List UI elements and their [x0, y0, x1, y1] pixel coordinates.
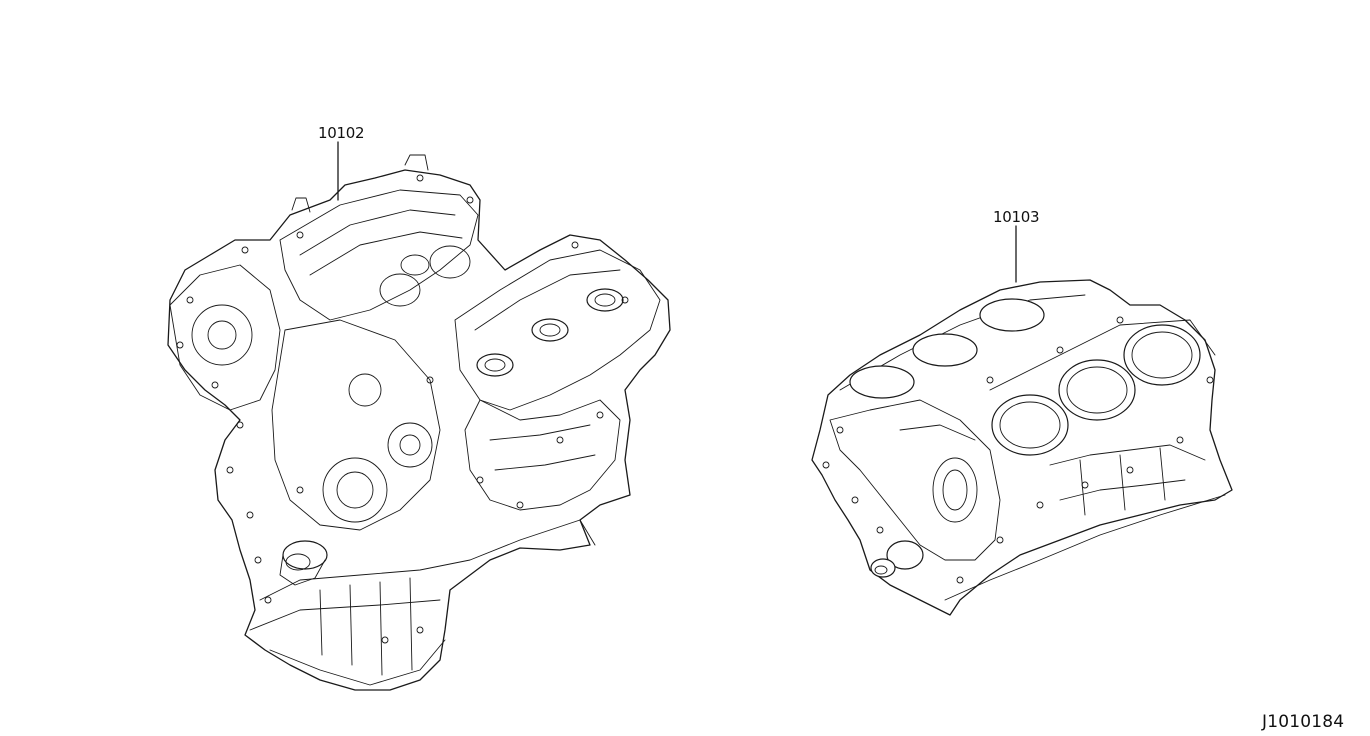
- cylinder-block-drawing: [811, 225, 1233, 616]
- part-number-10103: 10103: [993, 208, 1040, 226]
- engine-assembly-drawing: [167, 141, 671, 691]
- diagram-reference-code: J1010184: [1262, 712, 1345, 732]
- part-number-10102: 10102: [318, 124, 365, 142]
